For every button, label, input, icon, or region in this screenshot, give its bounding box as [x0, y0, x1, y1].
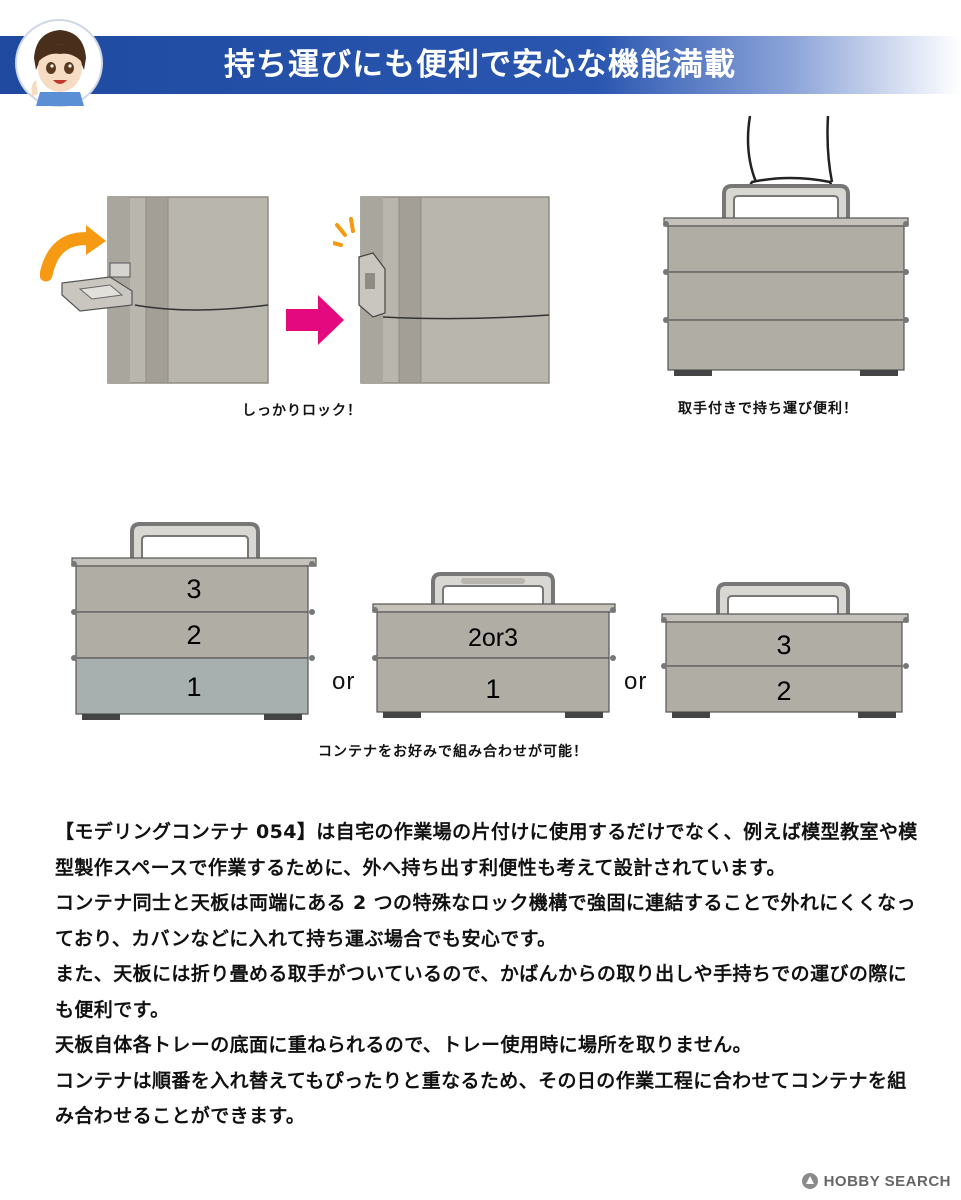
arrow-right-icon: [286, 295, 344, 345]
description-paragraph-1: 【モデリングコンテナ 054】は自宅の作業場の片付けに使用するだけでなく、例えば…: [55, 821, 918, 879]
stack-two-tier-b-illustration: 2or3 1: [372, 572, 616, 718]
combo-caption: コンテナをお好みで組み合わせが可能！: [318, 744, 588, 760]
stack-a-bottom-label: 1: [186, 672, 201, 702]
mascot-avatar: [15, 19, 103, 107]
stack-c-bottom-label: 2: [776, 676, 791, 706]
description-paragraph-3: また、天板には折り畳める取手がついているので、かばんからの取り出しや手持ちでの運…: [55, 963, 908, 1021]
stack-two-tier-c-illustration: 3 2: [661, 582, 909, 718]
or-label-2: or: [624, 668, 648, 695]
stack-b-bottom-label: 1: [485, 674, 500, 704]
lock-caption: しっかりロック！: [242, 403, 362, 419]
watermark-text: HOBBY SEARCH: [823, 1172, 951, 1190]
handle-caption: 取手付きで持ち運び便利！: [678, 401, 858, 417]
stack-c-top-label: 3: [776, 630, 791, 660]
stack-a-middle-label: 2: [186, 620, 201, 650]
hand-carry-illustration: [663, 115, 909, 376]
description-paragraph-4: 天板自体各トレーの底面に重ねられるので、トレー使用時に場所を取りません。: [55, 1034, 753, 1056]
description-paragraph-5: コンテナは順番を入れ替えてもぴったりと重なるため、その日の作業工程に合わせてコン…: [55, 1069, 907, 1128]
stack-b-top-label: 2or3: [468, 624, 518, 652]
watermark: HOBBY SEARCH: [801, 1171, 951, 1191]
description-text: 【モデリングコンテナ 054】は自宅の作業場の片付けに使用するだけでなく、例えば…: [55, 815, 925, 1135]
stack-three-tier-illustration: 3 2 1: [71, 522, 317, 720]
or-label-1: or: [332, 668, 356, 695]
page-title: 持ち運びにも便利で安心な機能満載: [224, 47, 736, 83]
description-paragraph-2: コンテナ同士と天板は両端にある 2 つの特殊なロック機構で強固に連結することで外…: [55, 892, 916, 950]
lock-closed-illustration: [333, 196, 550, 384]
title-banner: [0, 36, 961, 94]
stack-a-top-label: 3: [186, 574, 201, 604]
lock-open-illustration: [40, 196, 269, 384]
hobby-search-logo-icon: [801, 1173, 818, 1189]
